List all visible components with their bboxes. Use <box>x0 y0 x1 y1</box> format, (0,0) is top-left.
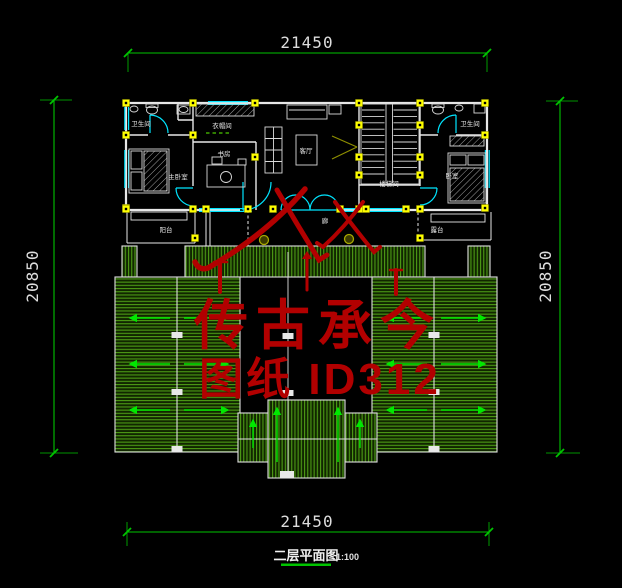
staircase <box>331 103 420 185</box>
room-label-porch: 廊 <box>322 216 329 225</box>
sink-icon <box>454 104 464 112</box>
dim-right-value: 20850 <box>536 249 555 302</box>
watermark-id-text: 图纸 ID312 <box>199 355 441 404</box>
door-bedroom-right <box>419 187 438 206</box>
roof-flank-right <box>344 412 378 463</box>
bed-right <box>447 152 487 204</box>
coffee-table <box>295 134 318 166</box>
ridge-vents <box>171 332 440 478</box>
dimension-bottom <box>122 522 494 546</box>
logo-ridge-ornament <box>258 234 270 246</box>
room-label-master: 主卧室 <box>168 172 188 181</box>
room-label-living: 客厅 <box>300 146 314 155</box>
door-master <box>175 187 194 207</box>
furniture <box>128 103 487 204</box>
walls <box>124 101 492 246</box>
room-label-bath-left: 卫生间 <box>131 119 151 128</box>
roof-strip-right <box>467 245 491 278</box>
desk-study <box>206 156 247 188</box>
watermark: 传古承今 图纸 ID312 <box>192 186 442 404</box>
room-label-bed-right: 卧室 <box>446 171 460 180</box>
room-label-terrace-right: 露台 <box>431 225 444 234</box>
sink-icon <box>129 105 139 113</box>
room-label-balcony-left: 阳台 <box>160 225 173 234</box>
title-block: 二层平面图 1:100 <box>273 548 359 566</box>
title-underline <box>281 563 331 566</box>
room-label-stair: 楼梯间 <box>379 179 399 188</box>
room-label-cloak: 衣帽间 <box>212 121 232 130</box>
dimension-left <box>40 95 78 458</box>
dim-top-value: 21450 <box>280 33 333 52</box>
room-label-study: 书房 <box>218 149 231 158</box>
sofa <box>286 104 328 120</box>
floor-plan: 卫生间 衣帽间 主卧室 书房 客厅 楼梯间 卫生间 卧室 阳台 露台 廊 <box>122 99 492 246</box>
toilet-icon <box>146 105 158 115</box>
roof-strip-left <box>121 245 138 278</box>
dimension-top <box>123 48 492 72</box>
room-labels: 卫生间 衣帽间 主卧室 书房 客厅 楼梯间 卫生间 卧室 阳台 露台 廊 <box>131 119 480 234</box>
dimensions <box>40 48 580 546</box>
door-bath-left <box>149 114 169 134</box>
dim-bottom-value: 21450 <box>280 512 333 531</box>
door-bath-right <box>437 114 457 134</box>
drawing-scale: 1:100 <box>336 552 359 562</box>
clothes-rack <box>195 103 255 117</box>
clothes-rack <box>449 135 485 147</box>
toilet-icon <box>432 105 444 115</box>
roof-slope-arrows <box>128 313 487 462</box>
windows <box>124 101 490 212</box>
bed-master <box>128 148 170 194</box>
watermark-brand-text: 传古承今 <box>193 296 442 356</box>
dimension-texts: 21450 21450 20850 20850 <box>23 33 555 531</box>
roof-plan <box>114 245 498 479</box>
logo-ridge-ornament <box>343 233 355 245</box>
dim-left-value: 20850 <box>23 249 42 302</box>
room-label-bath-right: 卫生间 <box>460 119 480 128</box>
dimension-right <box>546 96 580 458</box>
watermark-roof-logo <box>192 186 404 296</box>
stair-direction-arrow <box>331 135 358 160</box>
drawing-title: 二层平面图 <box>273 548 338 563</box>
